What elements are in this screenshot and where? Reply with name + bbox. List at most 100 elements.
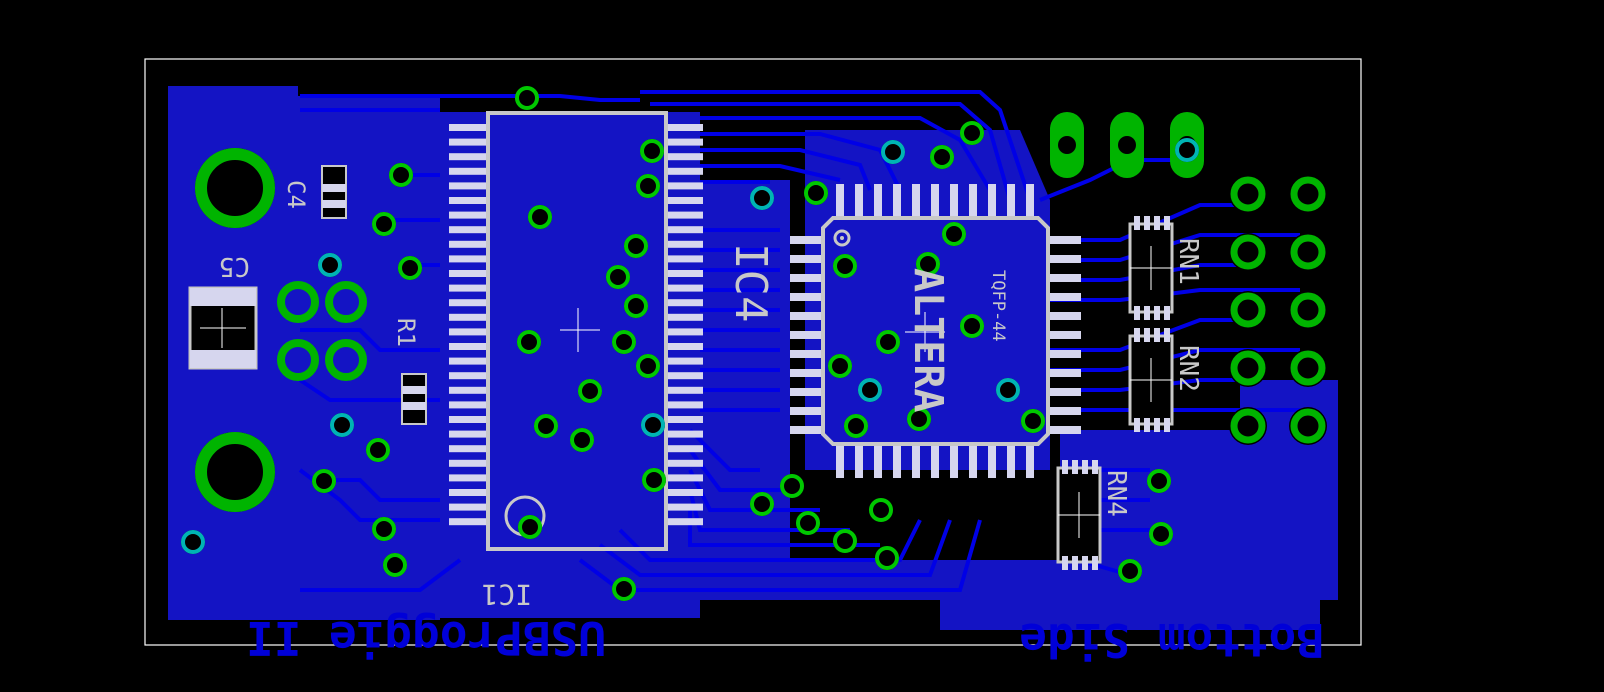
ic4-pad — [988, 444, 996, 478]
label-rn2: RN2 — [1173, 345, 1203, 392]
via — [372, 212, 396, 236]
usb-pin-1 — [277, 281, 319, 323]
ic1-pads-left — [449, 124, 488, 526]
r1-outline — [401, 373, 427, 425]
via — [844, 414, 868, 438]
ic1-pad — [666, 430, 703, 438]
label-r1: R1 — [392, 318, 420, 347]
label-c5: C5 — [219, 251, 250, 281]
via — [366, 438, 390, 462]
via — [578, 379, 602, 403]
ic1-pad — [666, 153, 703, 161]
rn-pad — [1062, 460, 1068, 474]
rn-pad — [1134, 306, 1140, 320]
ic4-pad — [790, 388, 823, 396]
via — [942, 222, 966, 246]
jtag-pin — [1230, 408, 1266, 444]
ic4-pads-right — [1048, 236, 1081, 434]
jtag-pin — [1290, 292, 1326, 328]
ic1-pad — [666, 489, 703, 496]
ic4-pad — [1048, 331, 1081, 339]
ic4-pads-top — [836, 184, 1034, 218]
ic4-pad — [790, 369, 823, 377]
ic1-pad — [449, 416, 488, 423]
ic1-pad — [449, 343, 488, 350]
ic4-pad — [790, 255, 823, 263]
ic4-pad — [988, 184, 996, 218]
via — [181, 530, 205, 554]
via — [515, 86, 539, 110]
ic1-pad — [666, 503, 703, 511]
copper-text: USBProggie II Bottom Side — [246, 611, 1324, 667]
ic1-pad — [666, 211, 703, 219]
ic4-pad — [855, 444, 863, 478]
ic1-pad — [449, 357, 488, 365]
ic4-pad — [950, 444, 958, 478]
ic1-pad — [666, 459, 703, 467]
label-rn1: RN1 — [1173, 238, 1203, 285]
rn4-network — [1056, 466, 1102, 564]
ic4-pad — [836, 184, 844, 218]
label-rn4: RN4 — [1101, 470, 1131, 517]
via — [960, 314, 984, 338]
ic1-pad — [666, 518, 703, 526]
ic4-pad — [1026, 444, 1034, 478]
ic1-pad — [449, 328, 488, 336]
ic1-pad — [449, 240, 488, 248]
via — [804, 181, 828, 205]
ic4-pad — [1048, 236, 1081, 244]
ic1-pad — [449, 518, 488, 526]
ic1-pad — [666, 197, 703, 204]
ic1-pad — [666, 138, 703, 146]
ic1-pad — [449, 474, 488, 482]
ic4-pad — [874, 184, 882, 218]
rn-pad — [1072, 460, 1078, 474]
ic1-pad — [666, 445, 703, 453]
rn-pad — [1164, 216, 1170, 230]
ic4-pad — [836, 444, 844, 478]
ic4-pad — [1007, 184, 1015, 218]
jtag-pin — [1290, 176, 1326, 212]
via — [612, 577, 636, 601]
r1-pad-2 — [402, 402, 426, 410]
via — [1118, 559, 1142, 583]
label-ic1: IC1 — [481, 578, 532, 611]
r1-pad-1 — [402, 386, 426, 394]
ic1-pad — [666, 284, 703, 292]
via — [636, 174, 660, 198]
rn-pad — [1164, 306, 1170, 320]
power-header — [1050, 112, 1204, 178]
ic1-pad — [449, 138, 488, 146]
ic1-pad — [666, 167, 703, 175]
header-hole-2 — [1118, 136, 1136, 154]
ic4-pad — [1048, 293, 1081, 301]
rn-pads — [1062, 216, 1170, 570]
ic4-pad — [1048, 255, 1081, 263]
ic1-pad — [666, 357, 703, 365]
ic1-pad — [449, 124, 488, 131]
via — [518, 515, 542, 539]
via — [780, 474, 804, 498]
via — [389, 163, 413, 187]
mount-hole-bottom — [195, 432, 275, 512]
ic1-pad — [666, 401, 703, 409]
ic1-pad — [449, 430, 488, 438]
rn-pad — [1144, 418, 1150, 432]
ic1-pad — [449, 153, 488, 161]
ic1-pad — [666, 255, 703, 263]
rn-pad — [1062, 556, 1068, 570]
via — [907, 407, 931, 431]
via — [858, 378, 882, 402]
rn-pad — [1164, 328, 1170, 342]
usb-mount-pads — [195, 148, 367, 512]
via — [612, 330, 636, 354]
via — [833, 254, 857, 278]
ic4-pad — [969, 444, 977, 478]
ic4-pad — [1026, 184, 1034, 218]
vias — [181, 86, 1199, 601]
via — [570, 428, 594, 452]
label-c4: C4 — [282, 180, 310, 209]
ic4-pad — [874, 444, 882, 478]
ic4-pad — [790, 274, 823, 282]
